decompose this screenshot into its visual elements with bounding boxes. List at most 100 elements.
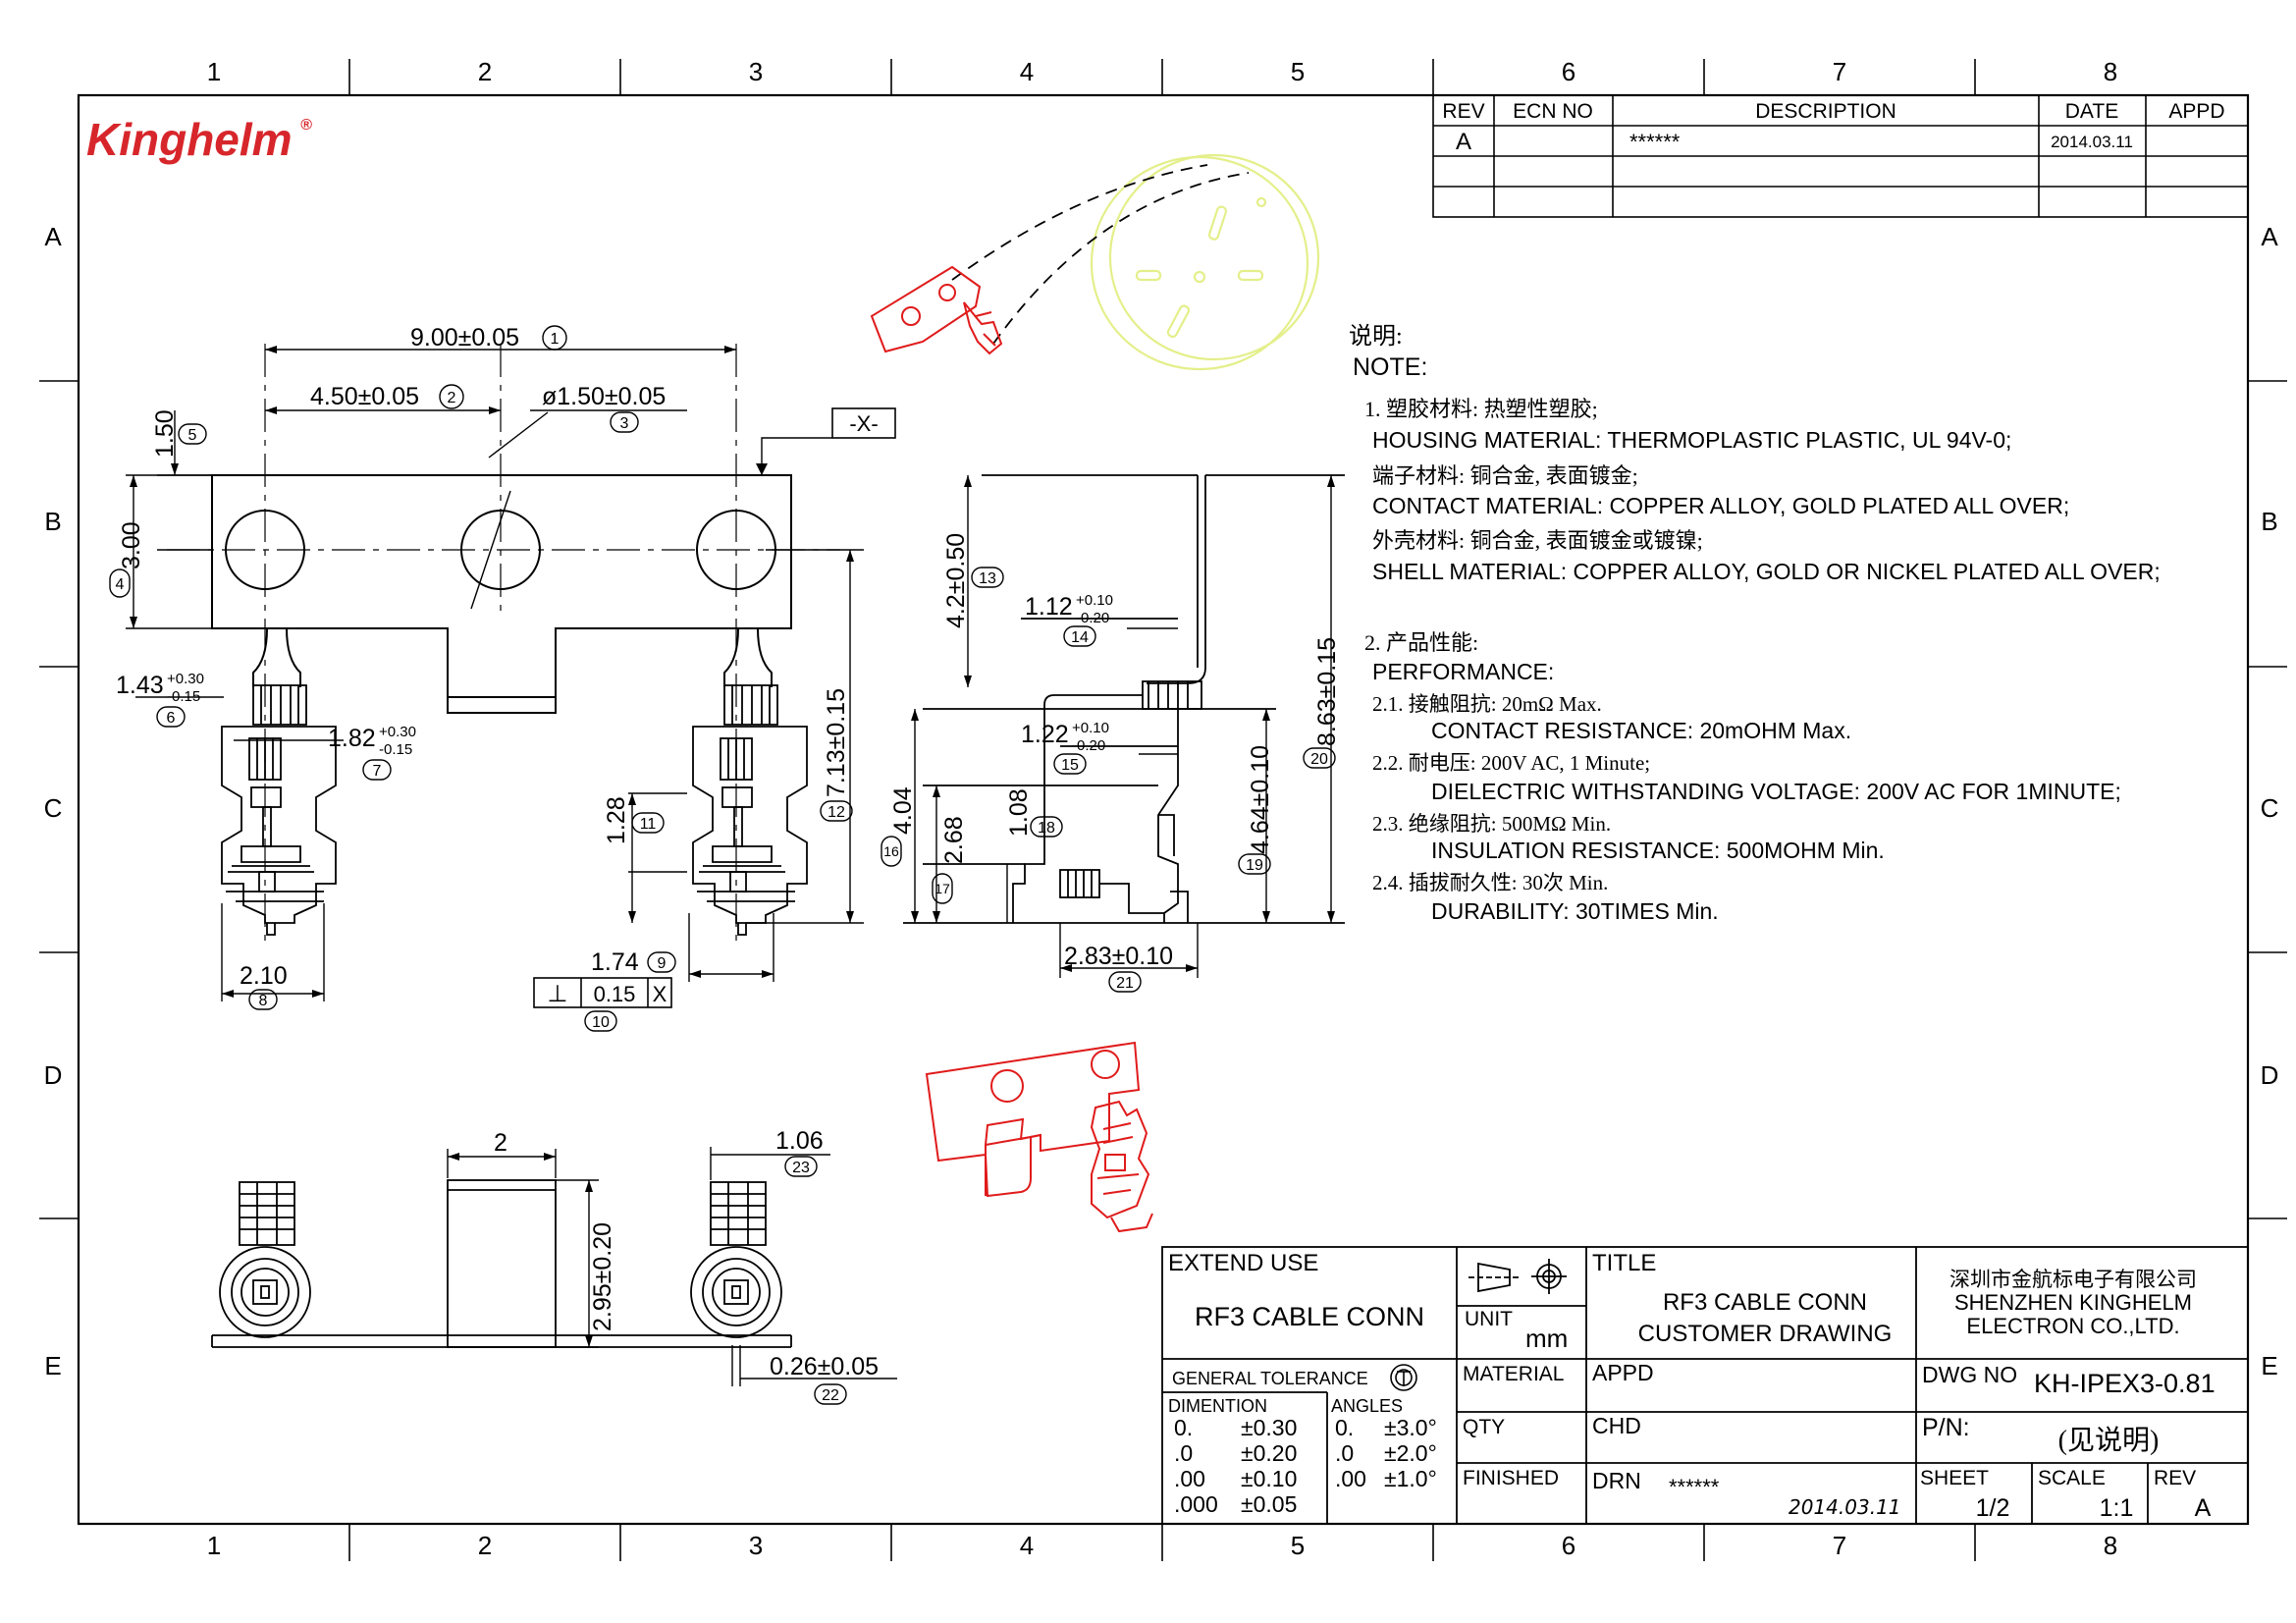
rev-value: A <box>2195 1494 2212 1522</box>
dim-8-number: 8 <box>259 993 268 1009</box>
perf-2-en: DIELECTRIC WITHSTANDING VOLTAGE: 200V AC… <box>1431 779 2121 804</box>
dim-6-lower-tol: -0.15 <box>167 688 200 705</box>
note-1-en: HOUSING MATERIAL: THERMOPLASTIC PLASTIC,… <box>1372 427 2011 453</box>
zone-row-c-left: C <box>44 793 63 823</box>
zone-col-4-bottom: 4 <box>1020 1531 1034 1560</box>
front-view-terminal-right <box>692 684 808 936</box>
bottom-view-arrowheads <box>448 1153 593 1347</box>
material-label: MATERIAL <box>1463 1363 1564 1385</box>
tol-ang-2-val: ±2.0° <box>1384 1440 1437 1466</box>
dwg-no-label: DWG NO <box>1922 1362 2017 1387</box>
zone-col-3-top: 3 <box>749 57 763 86</box>
dim-14-value: 1.12 <box>1025 593 1073 621</box>
logo-registered-mark: ® <box>300 117 312 134</box>
dim-21-balloon <box>1108 971 1142 993</box>
dim-15-lower-tol: -0.20 <box>1072 737 1105 754</box>
dim-19-number: 19 <box>1246 857 1263 874</box>
tolerance-standard-icon <box>1390 1364 1417 1391</box>
zone-row-a-left: A <box>44 222 62 251</box>
tol-dim-3-val: ±0.10 <box>1241 1466 1297 1491</box>
dim-23-value: 1.06 <box>775 1127 824 1155</box>
scale-label: SCALE <box>2038 1467 2106 1489</box>
dim-7-balloon <box>362 759 392 781</box>
zone-col-1-top: 1 <box>207 57 221 86</box>
unit-label: UNIT <box>1465 1308 1513 1330</box>
tol-ang-1-val: ±3.0° <box>1384 1415 1437 1440</box>
angles-label: ANGLES <box>1331 1396 1403 1416</box>
perf-2-cn: 2.2. 耐电压: 200V AC, 1 Minute; <box>1372 751 1650 775</box>
scale-value: 1:1 <box>2100 1494 2134 1522</box>
side-view-arrowheads <box>911 475 1335 972</box>
dim-5-number: 5 <box>188 427 197 444</box>
side-view-dimension-lines <box>914 475 1332 978</box>
perf-1-en: CONTACT RESISTANCE: 20mOHM Max. <box>1431 718 1851 743</box>
kinghelm-logo: Kinghelm ® <box>86 114 312 165</box>
dim-3-balloon <box>610 411 639 433</box>
zone-col-7-top: 7 <box>1833 57 1846 86</box>
zone-col-3-bottom: 3 <box>749 1531 763 1560</box>
zone-col-1-bottom: 1 <box>207 1531 221 1560</box>
side-view <box>903 474 1345 924</box>
rev-header-appd: APPD <box>2168 100 2224 123</box>
pn-label: P/N: <box>1922 1414 1970 1441</box>
dim-22-number: 22 <box>822 1387 839 1404</box>
dim-14-balloon <box>1063 625 1096 647</box>
isometric-cable-reel-illustration <box>870 153 1320 371</box>
dim-18-number: 18 <box>1038 820 1055 837</box>
dim-1-value: 9.00±0.05 <box>410 324 519 352</box>
dim-13-number: 13 <box>979 570 996 587</box>
dim-6-value: 1.43 <box>116 672 164 699</box>
zone-col-8-bottom: 8 <box>2104 1531 2117 1560</box>
zone-row-c-right: C <box>2261 793 2279 823</box>
rev-row-description: ****** <box>1629 130 1681 154</box>
zone-row-e-left: E <box>44 1351 61 1380</box>
tol-dim-4-prec: .000 <box>1174 1491 1218 1517</box>
dim-20-balloon <box>1303 747 1336 769</box>
dim-4-balloon <box>109 568 131 598</box>
dim-23-number: 23 <box>792 1160 810 1176</box>
dim-17-value: 2.68 <box>940 816 968 864</box>
chd-label: CHD <box>1592 1413 1641 1438</box>
dim-4-value: 3.00 <box>118 521 145 569</box>
tol-dim-4-val: ±0.05 <box>1241 1491 1297 1517</box>
dim-16-balloon <box>881 836 902 867</box>
perf-3-cn: 2.3. 绝缘阻抗: 500MΩ Min. <box>1372 812 1611 836</box>
finished-label: FINISHED <box>1463 1467 1559 1489</box>
extend-use-label: EXTEND USE <box>1168 1250 1318 1276</box>
title-line-2: CUSTOMER DRAWING <box>1638 1321 1893 1347</box>
front-view-dimension-text: 9.00±0.05 1 4.50±0.05 2 ø1.50±0.05 3 1.5… <box>109 324 853 1032</box>
dim-14-upper-tol: +0.10 <box>1076 592 1113 609</box>
zone-row-e-right: E <box>2261 1351 2277 1380</box>
datum-x-box: -X- <box>831 407 896 439</box>
side-view-dimension-text: 4.2±0.50 13 1.12 +0.10 -0.20 14 1.22 +0.… <box>881 533 1341 993</box>
zone-col-5-top: 5 <box>1291 57 1305 86</box>
tol-dim-3-prec: .00 <box>1174 1466 1205 1491</box>
zone-row-b-left: B <box>44 507 61 536</box>
tol-dim-2-prec: .0 <box>1174 1440 1193 1466</box>
rev-header-date: DATE <box>2065 100 2118 123</box>
dim-4-number: 4 <box>116 576 125 593</box>
dim-5-balloon <box>178 423 207 445</box>
perf-title-cn: 2. 产品性能: <box>1364 630 1478 655</box>
tol-dim-1-prec: 0. <box>1174 1415 1193 1440</box>
dim-10-balloon <box>584 1010 617 1032</box>
dwg-no-value: KH-IPEX3-0.81 <box>2034 1369 2216 1398</box>
rev-row-date: 2014.03.11 <box>2051 133 2133 151</box>
drn-date: 2014.03.11 <box>1789 1495 1901 1519</box>
dim-9-number: 9 <box>658 955 667 972</box>
dim-16-value: 4.04 <box>889 786 917 835</box>
general-tolerance-label: GENERAL TOLERANCE <box>1172 1369 1368 1388</box>
note-title-en: NOTE: <box>1353 353 1427 381</box>
tol-ang-3-prec: .00 <box>1335 1466 1366 1491</box>
bottom-view-dimension-text: 2 2.95±0.20 1.06 23 0.26±0.05 22 <box>494 1127 879 1405</box>
dim-17-number: 17 <box>934 881 950 896</box>
dim-22-value: 0.26±0.05 <box>770 1353 879 1380</box>
front-view-dimension-lines <box>126 349 864 1001</box>
note-2-en: CONTACT MATERIAL: COPPER ALLOY, GOLD PLA… <box>1372 493 2069 518</box>
rev-label: REV <box>2154 1467 2196 1489</box>
perf-1-cn: 2.1. 接触阻抗: 20mΩ Max. <box>1372 692 1602 716</box>
dim-6-number: 6 <box>167 710 176 727</box>
revision-table: REV ECN NO DESCRIPTION DATE APPD A *****… <box>1432 94 2249 218</box>
title-line-1: RF3 CABLE CONN <box>1663 1289 1867 1316</box>
